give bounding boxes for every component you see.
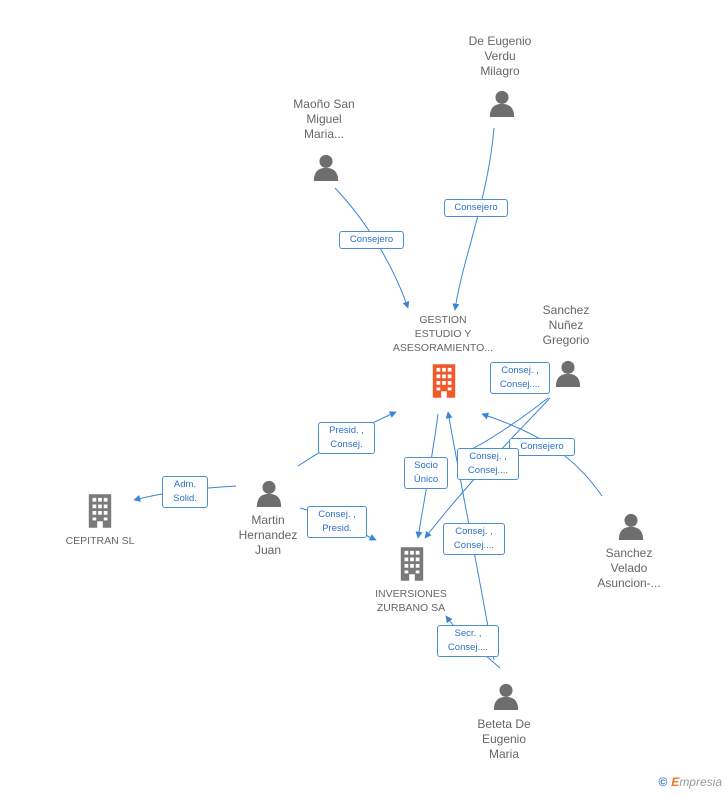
person-icon[interactable] — [555, 360, 581, 387]
edge-de-eugenio-gestion[interactable] — [452, 127, 495, 311]
building-icon[interactable] — [432, 364, 456, 398]
node-label-de-eugenio[interactable]: De Eugenio Verdu Milagro — [468, 34, 532, 78]
edge-label-secr-consej[interactable]: Secr. , Consej.... — [437, 625, 499, 657]
building-icon[interactable] — [400, 547, 424, 581]
edge-label-adm-solid[interactable]: Adm. Solid. — [162, 476, 208, 508]
person-icon[interactable] — [256, 480, 282, 507]
node-label-sanchez-velado[interactable]: Sanchez Velado Asuncion-... — [597, 546, 661, 590]
brand-logo-text: mpresia — [679, 775, 722, 789]
person-icon[interactable] — [618, 513, 644, 540]
person-icon[interactable] — [489, 90, 515, 117]
edge-sanchez-nunez-gestion[interactable] — [469, 397, 549, 451]
edge-label-consejero[interactable]: Consejero — [509, 438, 575, 456]
building-icon[interactable] — [88, 494, 112, 528]
edge-label-consej-presid[interactable]: Consej. , Presid. — [307, 506, 367, 538]
node-label-cepitran[interactable]: CEPITRAN SL — [65, 535, 135, 547]
copyright-icon: © — [658, 775, 668, 789]
edge-label-consejero[interactable]: Consejero — [339, 231, 404, 249]
node-label-martin[interactable]: Martin Hernandez Juan — [238, 513, 298, 557]
edge-label-consej-consej[interactable]: Consej. , Consej.... — [443, 523, 505, 555]
footer-brand: ©Empresia — [658, 775, 722, 789]
person-icon[interactable] — [493, 683, 519, 710]
node-label-inversiones[interactable]: INVERSIONES ZURBANO SA — [375, 588, 447, 614]
node-label-maono[interactable]: Maoño San Miguel Maria... — [293, 97, 355, 141]
person-icon[interactable] — [313, 154, 339, 181]
edge-label-consej-consej[interactable]: Consej. , Consej.... — [490, 362, 550, 394]
edge-label-presid-consej[interactable]: Presid. , Consej. — [318, 422, 375, 454]
node-label-gestion[interactable]: GESTION ESTUDIO Y ASESORAMIENTO... — [392, 314, 494, 354]
node-label-beteta[interactable]: Beteta De Eugenio Maria — [477, 717, 531, 761]
edge-label-socio-unico[interactable]: Socio Único — [404, 457, 448, 489]
node-label-sanchez-nunez[interactable]: Sanchez Nuñez Gregorio — [542, 303, 590, 347]
brand-logo-initial: E — [671, 775, 680, 789]
edge-label-consejero[interactable]: Consejero — [444, 199, 508, 217]
edge-label-consej-consej[interactable]: Consej. , Consej.... — [457, 448, 519, 480]
